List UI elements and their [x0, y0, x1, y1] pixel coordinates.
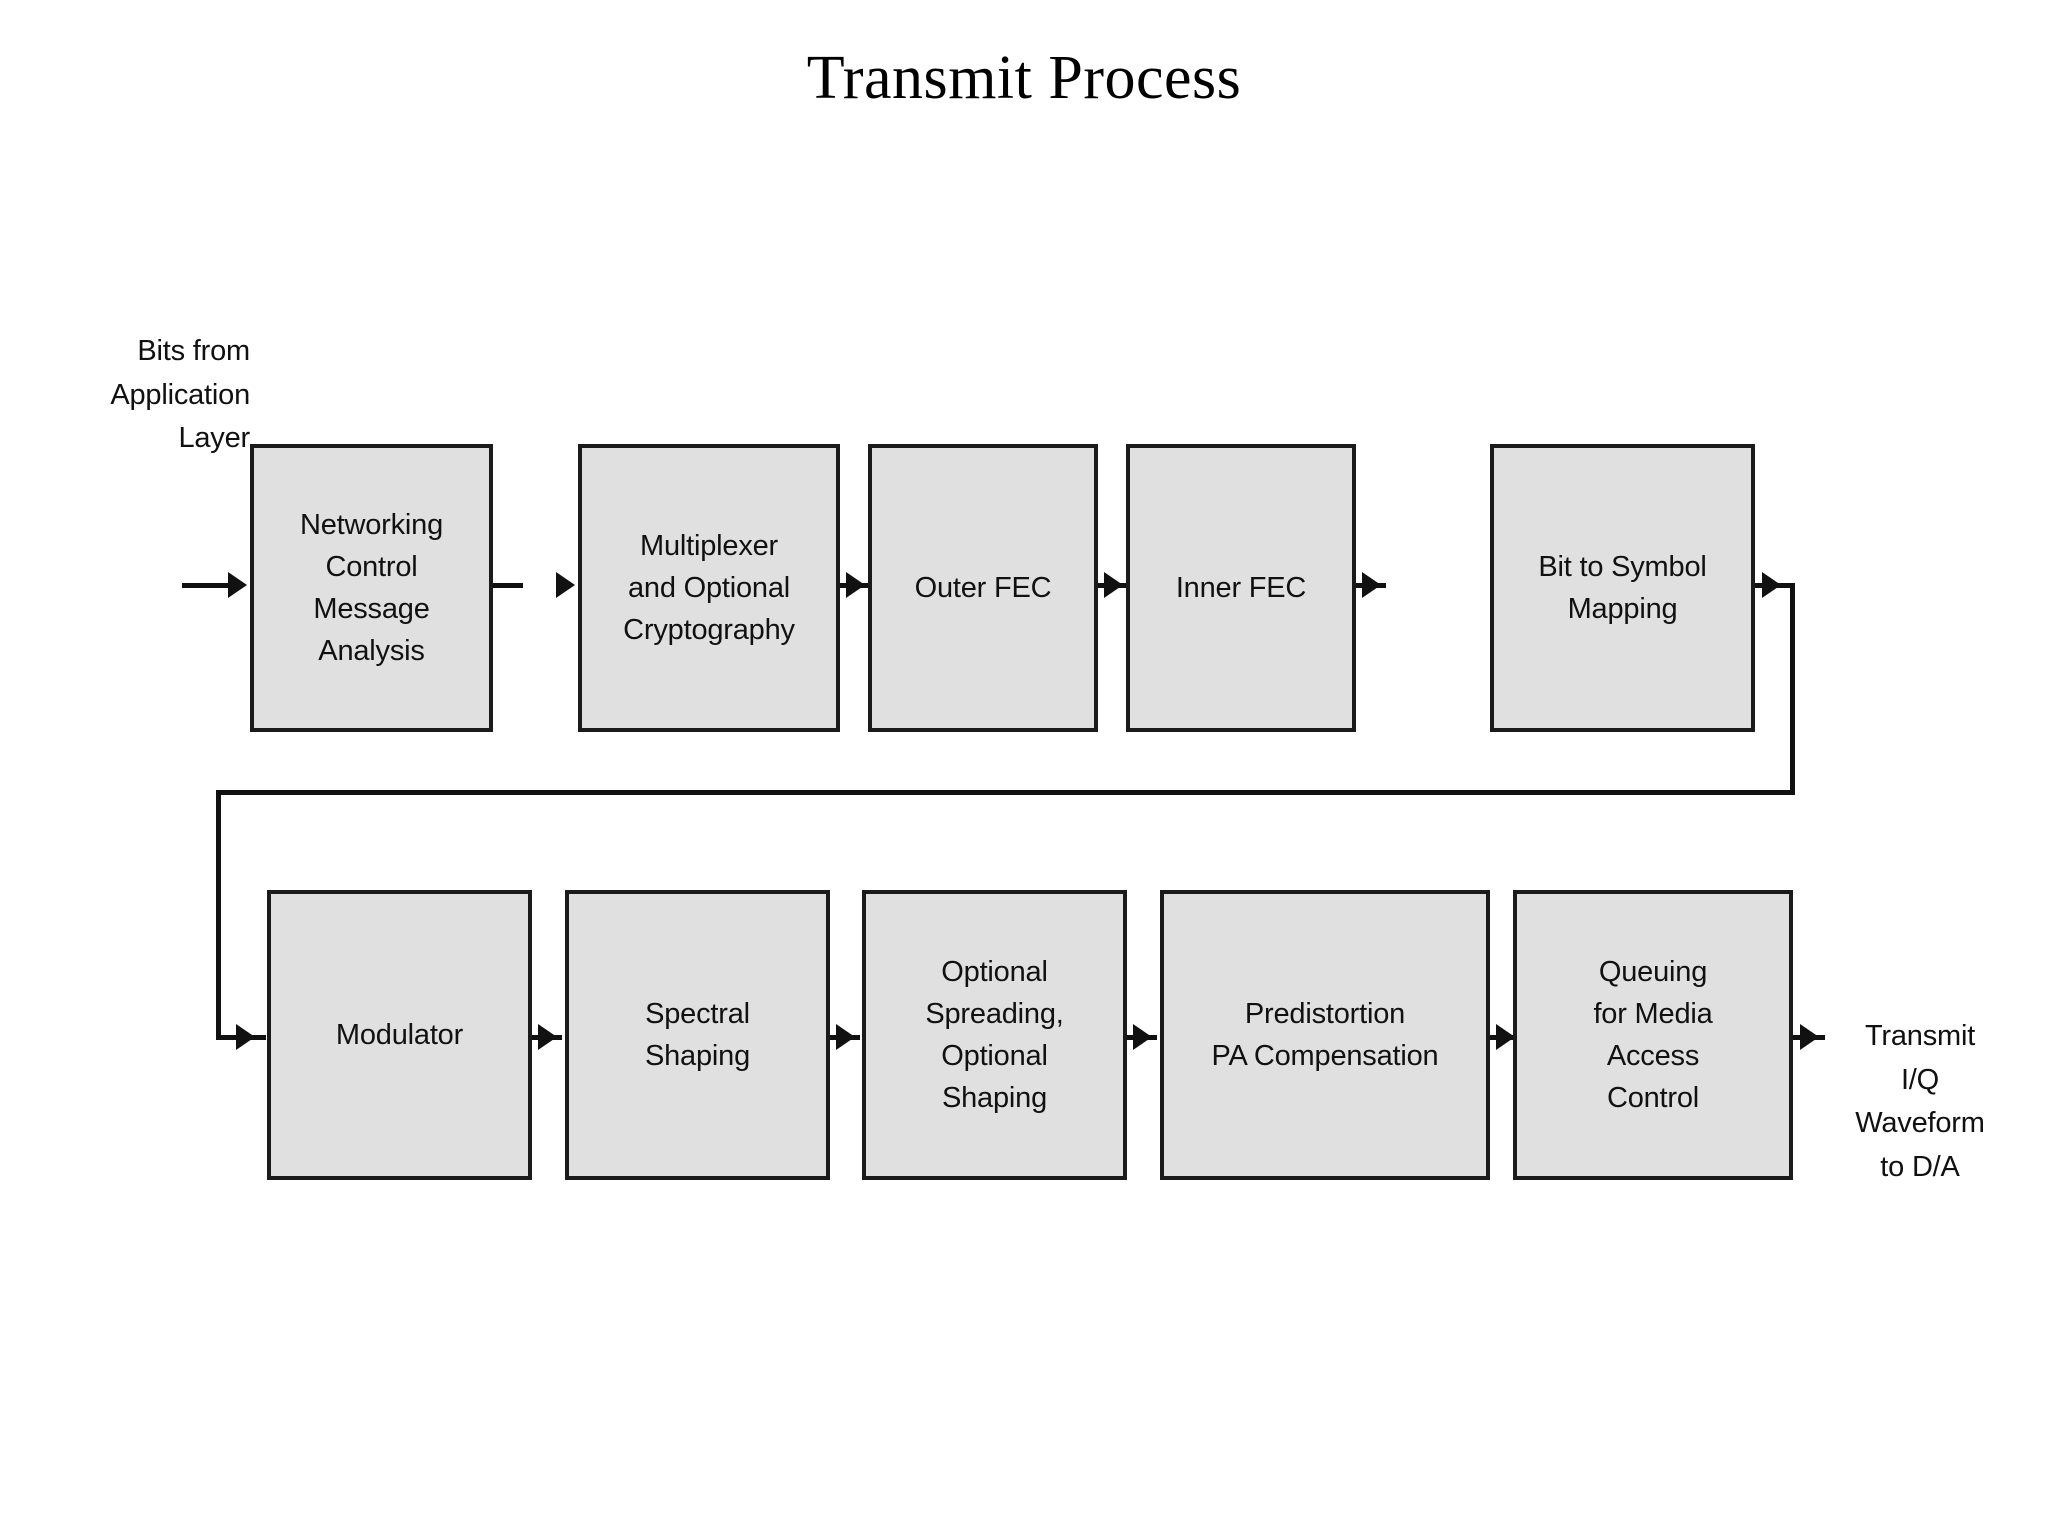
- arrowhead-into-predistortion: [1133, 1024, 1152, 1050]
- connector-input-line: [182, 583, 240, 588]
- arrowhead-row1-wrap: [1762, 572, 1781, 598]
- connector-wrap-vertical-right: [1790, 583, 1795, 795]
- arrowhead-into-spectral-shaping: [538, 1024, 557, 1050]
- block-outer-fec[interactable]: Outer FEC: [868, 444, 1098, 732]
- block-label: Outer FEC: [914, 571, 1052, 604]
- arrowhead-into-optional-spreading: [836, 1024, 855, 1050]
- block-label: Networking Control Message Analysis: [299, 508, 444, 668]
- connector-1-2: [493, 583, 523, 588]
- block-networking-control-message-analysis[interactable]: Networking Control Message Analysis: [250, 444, 493, 732]
- block-label: Optional Spreading, Optional Shaping: [925, 955, 1064, 1115]
- arrowhead-into-queuing: [1496, 1024, 1515, 1050]
- block-label: Predistortion PA Compensation: [1211, 997, 1439, 1072]
- block-optional-spreading-optional-shaping[interactable]: Optional Spreading, Optional Shaping: [862, 890, 1127, 1180]
- arrowhead-into-networking-control: [228, 572, 247, 598]
- arrowhead-output: [1800, 1024, 1819, 1050]
- block-multiplexer-and-optional-cryptography[interactable]: Multiplexer and Optional Cryptography: [578, 444, 840, 732]
- block-label: Bit to Symbol Mapping: [1538, 550, 1707, 625]
- block-bit-to-symbol-mapping[interactable]: Bit to Symbol Mapping: [1490, 444, 1755, 732]
- input-label-bits-from-application-layer: Bits from Application Layer: [110, 335, 250, 454]
- block-label: Modulator: [335, 1018, 464, 1051]
- block-queuing-for-media-access-control[interactable]: Queuing for Media Access Control: [1513, 890, 1793, 1180]
- block-spectral-shaping[interactable]: Spectral Shaping: [565, 890, 830, 1180]
- block-inner-fec[interactable]: Inner FEC: [1126, 444, 1356, 732]
- arrowhead-into-multiplexer: [556, 572, 575, 598]
- arrowhead-into-outer-fec: [846, 572, 865, 598]
- arrowhead-into-modulator: [236, 1024, 255, 1050]
- block-predistortion-pa-compensation[interactable]: Predistortion PA Compensation: [1160, 890, 1490, 1180]
- block-label: Queuing for Media Access Control: [1593, 955, 1713, 1115]
- connector-wrap-horizontal: [216, 790, 1795, 795]
- output-label-transmit-iq-waveform: Transmit I/Q Waveform to D/A: [1855, 1020, 1985, 1183]
- block-label: Multiplexer and Optional Cryptography: [623, 529, 795, 647]
- connector-wrap-vertical-left: [216, 790, 221, 1040]
- block-label: Spectral Shaping: [644, 997, 751, 1072]
- page-title: Transmit Process: [806, 44, 1242, 112]
- arrowhead-into-inner-fec: [1104, 572, 1123, 598]
- block-label: Inner FEC: [1175, 571, 1307, 604]
- arrowhead-into-bit-to-symbol-mapping: [1362, 572, 1381, 598]
- block-modulator[interactable]: Modulator: [267, 890, 532, 1180]
